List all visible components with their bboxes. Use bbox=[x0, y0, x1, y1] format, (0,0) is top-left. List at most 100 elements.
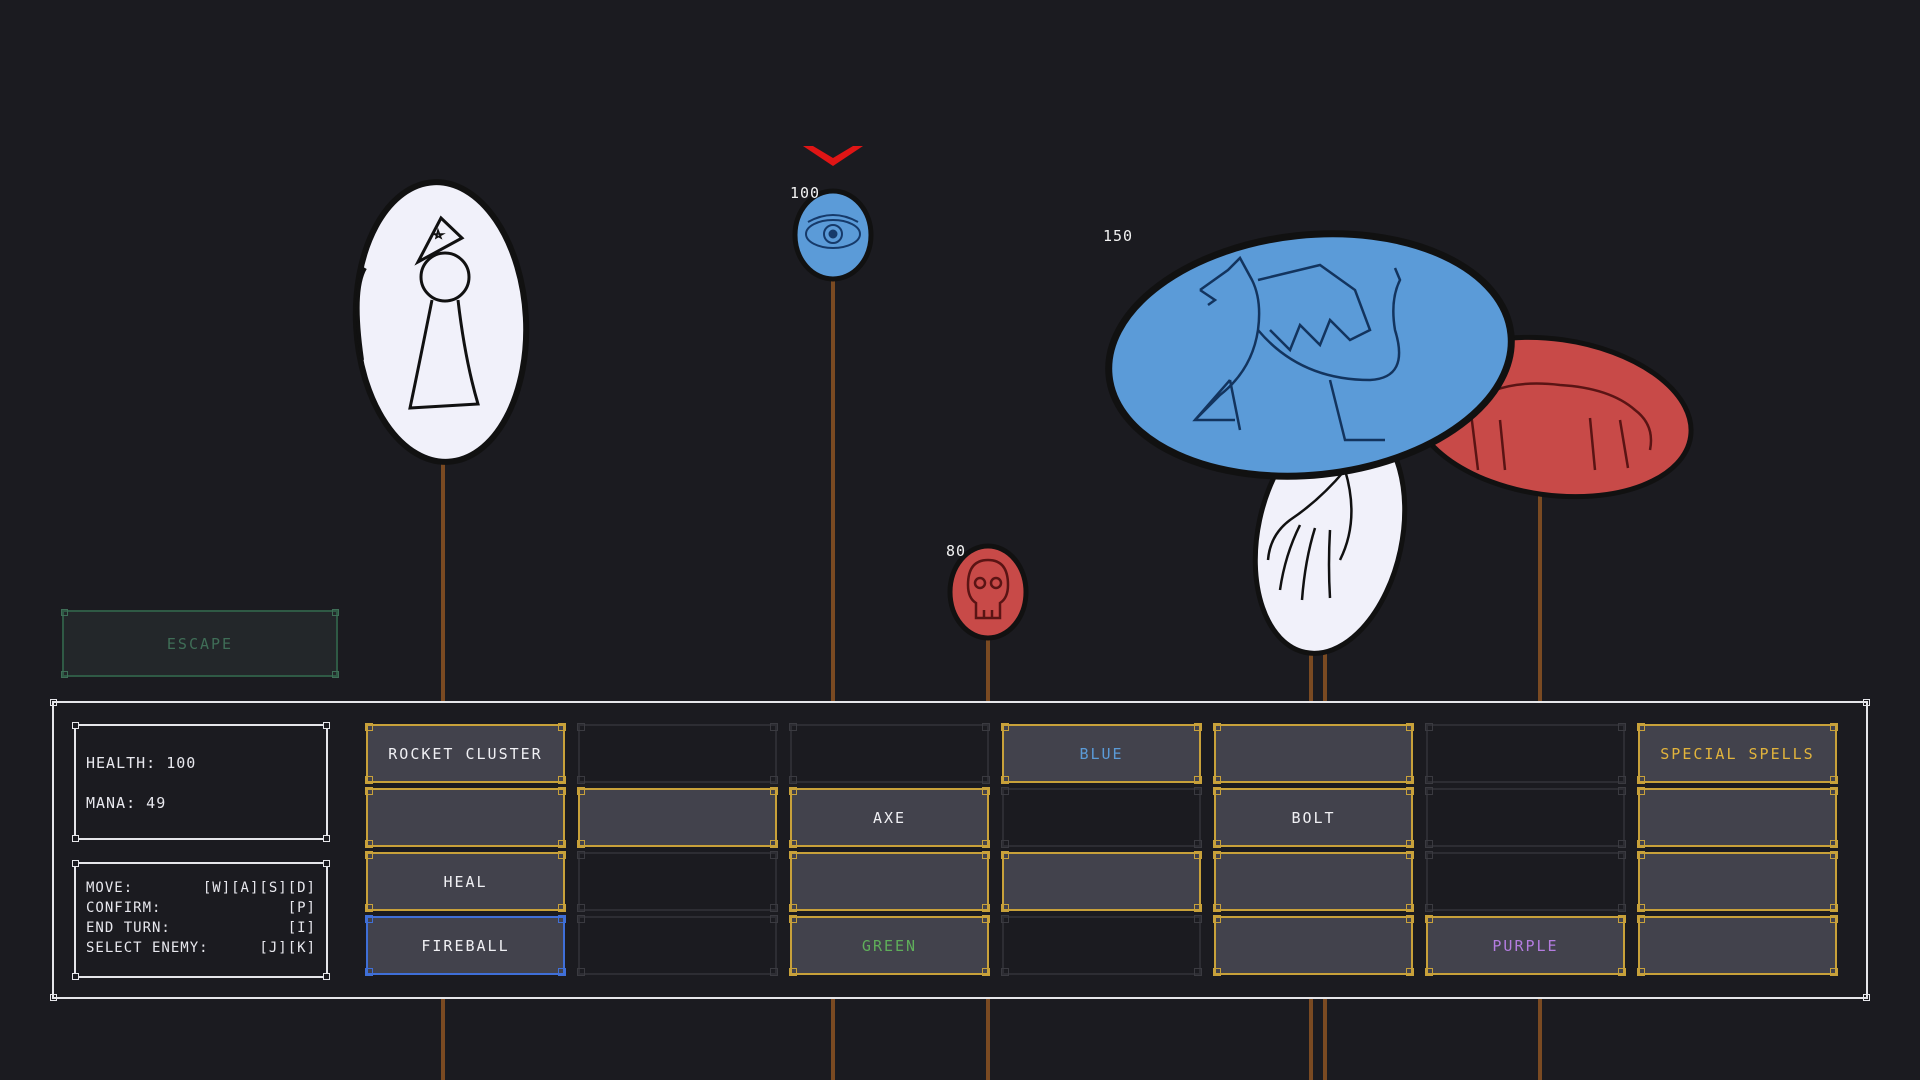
control-row-select-enemy: SELECT ENEMY: [J][K] bbox=[86, 940, 316, 956]
spell-slot-purple[interactable]: PURPLE bbox=[1425, 915, 1626, 976]
corner-ornament bbox=[365, 968, 373, 976]
control-row-confirm: CONFIRM: [P] bbox=[86, 900, 316, 916]
spell-label: HEAL bbox=[443, 872, 488, 891]
spell-slot-empty-2-3[interactable] bbox=[1001, 851, 1202, 912]
corner-ornament bbox=[72, 722, 79, 729]
spell-slot-empty-3-1[interactable] bbox=[577, 915, 778, 976]
corner-ornament bbox=[365, 776, 373, 784]
corner-ornament bbox=[50, 699, 57, 706]
corner-ornament bbox=[61, 671, 68, 678]
spell-slot-empty-2-5[interactable] bbox=[1425, 851, 1626, 912]
enemy-skull-token[interactable] bbox=[947, 543, 1029, 641]
corner-ornament bbox=[1830, 968, 1838, 976]
corner-ornament bbox=[1618, 851, 1626, 859]
spell-slot-blue[interactable]: BLUE bbox=[1001, 723, 1202, 784]
corner-ornament bbox=[982, 776, 990, 784]
corner-ornament bbox=[1425, 840, 1433, 848]
spell-slot-empty-2-1[interactable] bbox=[577, 851, 778, 912]
control-keys: [P] bbox=[287, 900, 316, 916]
escape-button[interactable]: ESCAPE bbox=[61, 609, 339, 678]
spell-slot-empty-1-0[interactable] bbox=[365, 787, 566, 848]
corner-ornament bbox=[1213, 968, 1221, 976]
corner-ornament bbox=[365, 915, 373, 923]
corner-ornament bbox=[323, 722, 330, 729]
spell-slot-fireball[interactable]: FIREBALL bbox=[365, 915, 566, 976]
spell-slot-empty-0-5[interactable] bbox=[1425, 723, 1626, 784]
spell-slot-empty-2-6[interactable] bbox=[1637, 851, 1838, 912]
controls-box: MOVE: [W][A][S][D] CONFIRM: [P] END TURN… bbox=[72, 860, 330, 980]
spell-slot-empty-0-1[interactable] bbox=[577, 723, 778, 784]
spell-slot-empty-1-5[interactable] bbox=[1425, 787, 1626, 848]
spell-slot-rocket-cluster[interactable]: ROCKET CLUSTER bbox=[365, 723, 566, 784]
corner-ornament bbox=[558, 776, 566, 784]
corner-ornament bbox=[1213, 840, 1221, 848]
corner-ornament bbox=[365, 840, 373, 848]
corner-ornament bbox=[365, 787, 373, 795]
control-keys: [I] bbox=[287, 920, 316, 936]
spell-slot-empty-1-3[interactable] bbox=[1001, 787, 1202, 848]
corner-ornament bbox=[982, 904, 990, 912]
spell-slot-empty-3-6[interactable] bbox=[1637, 915, 1838, 976]
spell-slot-empty-0-4[interactable] bbox=[1213, 723, 1414, 784]
corner-ornament bbox=[789, 851, 797, 859]
enemy-eye-token[interactable] bbox=[792, 188, 874, 282]
spell-slot-bolt[interactable]: BOLT bbox=[1213, 787, 1414, 848]
corner-ornament bbox=[1425, 787, 1433, 795]
corner-ornament bbox=[323, 860, 330, 867]
corner-ornament bbox=[1637, 723, 1645, 731]
spell-slot-empty-2-2[interactable] bbox=[789, 851, 990, 912]
corner-ornament bbox=[577, 776, 585, 784]
corner-ornament bbox=[982, 915, 990, 923]
corner-ornament bbox=[577, 840, 585, 848]
corner-ornament bbox=[789, 840, 797, 848]
spell-slot-empty-0-2[interactable] bbox=[789, 723, 990, 784]
corner-ornament bbox=[789, 915, 797, 923]
corner-ornament bbox=[789, 776, 797, 784]
corner-ornament bbox=[1637, 787, 1645, 795]
corner-ornament bbox=[770, 776, 778, 784]
corner-ornament bbox=[1618, 840, 1626, 848]
enemy-dragon-token[interactable] bbox=[1097, 215, 1524, 496]
player-wizard-token[interactable] bbox=[349, 178, 533, 467]
corner-ornament bbox=[1863, 994, 1870, 1001]
control-keys: [J][K] bbox=[259, 940, 316, 956]
corner-ornament bbox=[558, 840, 566, 848]
spell-slot-green[interactable]: GREEN bbox=[789, 915, 990, 976]
spell-slot-heal[interactable]: HEAL bbox=[365, 851, 566, 912]
spell-slot-empty-1-6[interactable] bbox=[1637, 787, 1838, 848]
corner-ornament bbox=[1618, 968, 1626, 976]
corner-ornament bbox=[558, 723, 566, 731]
corner-ornament bbox=[982, 851, 990, 859]
spell-slot-empty-1-1[interactable] bbox=[577, 787, 778, 848]
corner-ornament bbox=[1618, 776, 1626, 784]
command-panel: HEALTH: 100 MANA: 49 MOVE: [W][A][S][D] … bbox=[50, 699, 1870, 1001]
corner-ornament bbox=[558, 851, 566, 859]
corner-ornament bbox=[1406, 723, 1414, 731]
corner-ornament bbox=[1830, 840, 1838, 848]
corner-ornament bbox=[323, 835, 330, 842]
corner-ornament bbox=[577, 787, 585, 795]
corner-ornament bbox=[1194, 723, 1202, 731]
corner-ornament bbox=[577, 851, 585, 859]
spell-slot-empty-3-3[interactable] bbox=[1001, 915, 1202, 976]
corner-ornament bbox=[1618, 904, 1626, 912]
corner-ornament bbox=[72, 835, 79, 842]
corner-ornament bbox=[1830, 787, 1838, 795]
spell-slot-axe[interactable]: AXE bbox=[789, 787, 990, 848]
spell-slot-special-spells[interactable]: SPECIAL SPELLS bbox=[1637, 723, 1838, 784]
spell-slot-empty-2-4[interactable] bbox=[1213, 851, 1414, 912]
corner-ornament bbox=[1406, 776, 1414, 784]
spell-slot-empty-3-4[interactable] bbox=[1213, 915, 1414, 976]
corner-ornament bbox=[1425, 723, 1433, 731]
corner-ornament bbox=[1406, 787, 1414, 795]
corner-ornament bbox=[770, 851, 778, 859]
corner-ornament bbox=[1194, 851, 1202, 859]
corner-ornament bbox=[982, 787, 990, 795]
dragon-icon bbox=[1192, 255, 1402, 442]
corner-ornament bbox=[323, 973, 330, 980]
corner-ornament bbox=[1637, 840, 1645, 848]
corner-ornament bbox=[365, 723, 373, 731]
corner-ornament bbox=[1194, 776, 1202, 784]
corner-ornament bbox=[72, 973, 79, 980]
control-keys: [W][A][S][D] bbox=[202, 880, 316, 896]
